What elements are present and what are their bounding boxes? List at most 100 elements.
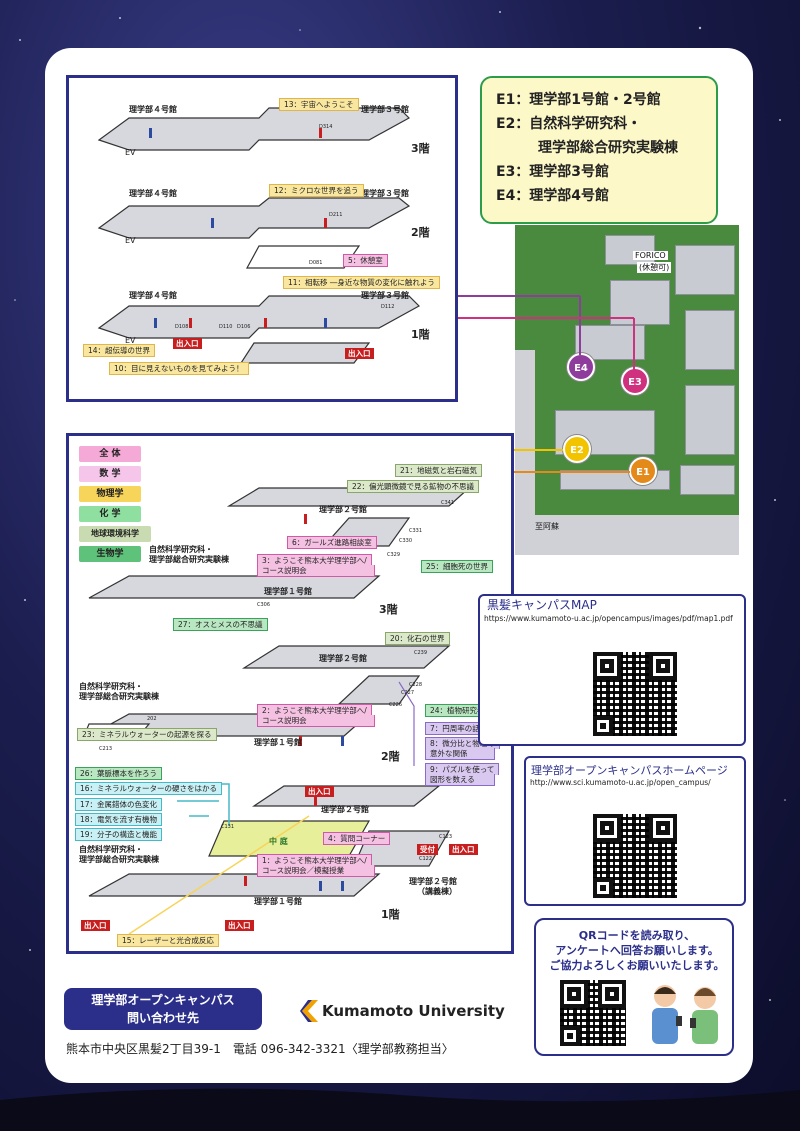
homepage-qr-code[interactable] (593, 814, 677, 898)
lower-floor-2: 2階 (381, 750, 400, 763)
room-c306: C306 (257, 602, 271, 608)
legend-biology: 生物学 (79, 546, 141, 562)
room-c227: C227 (401, 690, 415, 696)
tag-3b: コース説明会 (257, 565, 375, 578)
tag-2a: 2：ようこそ熊本大学理学部へ/ (257, 704, 372, 717)
label-nat-f2: 自然科学研究科・ (79, 682, 143, 691)
tag-10: 10：目に見えないものを見てみよう！ (109, 362, 249, 376)
exit-lower-4: 出入口 (225, 920, 254, 931)
floor-2: 2階 (411, 226, 430, 239)
label-b2-f3: 理学部２号館 (319, 505, 367, 514)
room-d108: D108 (175, 324, 189, 330)
lower-floor-1: 1階 (381, 908, 400, 921)
legend-earth: 地球環境科学 (79, 526, 151, 542)
room-d112: D112 (381, 304, 395, 310)
tag-13: 13：宇宙へようこそ (279, 98, 359, 112)
label-nat-f1: 自然科学研究科・ (79, 845, 143, 854)
upper-floor-drawings (97, 107, 420, 364)
room-d314: D314 (319, 124, 333, 130)
survey-people-illustration (652, 985, 718, 1044)
legend-e4: E4：理学部4号館 (496, 188, 610, 204)
label-b1-f2: 理学部１号館 (254, 738, 302, 747)
contact-banner: 理学部オープンキャンパス 問い合わせ先 (64, 988, 262, 1030)
kumamoto-logo-icon (300, 1000, 318, 1022)
room-c239: C239 (414, 650, 428, 656)
legend-e2-cont: 理学部総合研究実験棟 (538, 140, 678, 156)
road-label: 至阿蘇 (535, 522, 559, 531)
exit-lower-2: 出入口 (449, 844, 478, 855)
survey-qr-code[interactable] (560, 980, 626, 1046)
room-c213: C213 (99, 746, 113, 752)
floor-1: 1階 (411, 328, 430, 341)
tag-26: 26：葉脈標本を作ろう (75, 767, 163, 781)
legend-e1: E1：理学部1号館・2号館 (496, 92, 661, 108)
kumamoto-logo: Kumamoto University (300, 1000, 505, 1022)
room-c123: C123 (439, 834, 453, 840)
forico-label: FORICO (633, 251, 668, 260)
campus-map-title: 黒髪キャンパスMAP (484, 596, 600, 613)
address: 熊本市中央区黒髪2丁目39-1 電話 096-342-3321〈理学部教務担当〉 (66, 1042, 454, 1056)
room-d110: D110 (219, 324, 233, 330)
label-b1-f1: 理学部１号館 (254, 897, 302, 906)
contact-line-2: 問い合わせ先 (126, 1011, 199, 1025)
contact-line-1: 理学部オープンキャンパス (91, 993, 235, 1007)
exit-upper-1: 出入口 (173, 338, 202, 349)
badge-e1: E1 (629, 457, 657, 485)
campus-map: FORICO (休憩可) 至阿蘇 E4 E3 E2 E1 (515, 225, 739, 555)
survey-line-3: ご協力よろしくお願いいたします。 (549, 959, 725, 972)
tag-21: 21：地磁気と岩石磁気 (395, 464, 483, 478)
label-nat2-f3: 理学部総合研究実験棟 (149, 555, 229, 564)
legend-math: 数 学 (79, 466, 141, 482)
survey-line-1: QRコードを読み取り、 (578, 929, 696, 942)
ev-label-f1: EV (125, 336, 136, 345)
label-bldg4-f1: 理学部４号館 (129, 291, 177, 300)
label-bldg3-f1: 理学部３号館 (361, 291, 409, 300)
tag-19: 19：分子の構造と機能 (75, 828, 163, 842)
room-d211: D211 (329, 212, 343, 218)
label-nat-f3: 自然科学研究科・ (149, 545, 213, 554)
upper-floor-map: 理学部４号館 理学部３号館 理学部４号館 理学部３号館 理学部４号館 理学部３号… (66, 75, 458, 402)
label-bldg3-f2: 理学部３号館 (361, 189, 409, 198)
tag-4: 4：質問コーナー (323, 832, 391, 846)
tag-27: 27：オスとメスの不思議 (173, 618, 268, 632)
tag-7: 7：円周率の話 (425, 722, 485, 736)
room-c341: C341 (441, 500, 455, 506)
survey-line-2: アンケートへ回答お願いします。 (555, 944, 719, 957)
campus-map-qr-code[interactable] (593, 652, 677, 736)
label-b2-lecture: 理学部２号館 (409, 877, 457, 886)
lower-floor-3: 3階 (379, 603, 398, 616)
tag-15: 15：レーザーと光合成反応 (117, 934, 219, 948)
exit-lower-3: 出入口 (81, 920, 110, 931)
label-courtyard: 中 庭 (269, 837, 288, 846)
tag-2b: コース説明会 (257, 715, 375, 728)
label-bldg4-f2: 理学部４号館 (129, 189, 177, 198)
tag-23: 23：ミネラルウォーターの起源を探る (77, 728, 217, 742)
tag-25: 25：細胞死の世界 (421, 560, 494, 574)
legend-chemistry: 化 学 (79, 506, 141, 522)
tag-1a: 1：ようこそ熊本大学理学部へ/ (257, 854, 372, 867)
room-c131: C131 (221, 824, 235, 830)
exit-lower-1: 出入口 (305, 786, 334, 797)
survey-text: QRコードを読み取り、 アンケートへ回答お願いします。 ご協力よろしくお願いいた… (544, 928, 730, 973)
reception: 受付 (417, 844, 438, 855)
room-d081: D081 (309, 260, 323, 266)
forico-note: (休憩可) (637, 262, 672, 273)
tag-18: 18：電気を流す有機物 (75, 813, 163, 827)
tag-17: 17：金属錯体の色変化 (75, 798, 163, 812)
label-b1-f3: 理学部１号館 (264, 587, 312, 596)
legend-all: 全 体 (79, 446, 141, 462)
campus-map-url[interactable]: https://www.kumamoto-u.ac.jp/opencampus/… (484, 614, 733, 623)
label-b2-f1: 理学部２号館 (321, 805, 369, 814)
tag-9a: 9：パズルを使って (425, 763, 500, 776)
lower-floor-map: 全 体 数 学 物理学 化 学 地球環境科学 生物学 自然科学研究科・ 理学部総… (66, 433, 514, 954)
tag-12: 12：ミクロな世界を追う (269, 184, 364, 198)
label-bldg4-f3: 理学部４号館 (129, 105, 177, 114)
room-c331: C331 (409, 528, 423, 534)
homepage-url[interactable]: http://www.sci.kumamoto-u.ac.jp/open_cam… (530, 778, 711, 787)
legend-e3: E3：理学部3号館 (496, 164, 610, 180)
badge-e4: E4 (567, 353, 595, 381)
legend-e2: E2：自然科学研究科・ (496, 116, 642, 132)
room-c330: C330 (399, 538, 413, 544)
room-c329: C329 (387, 552, 401, 558)
